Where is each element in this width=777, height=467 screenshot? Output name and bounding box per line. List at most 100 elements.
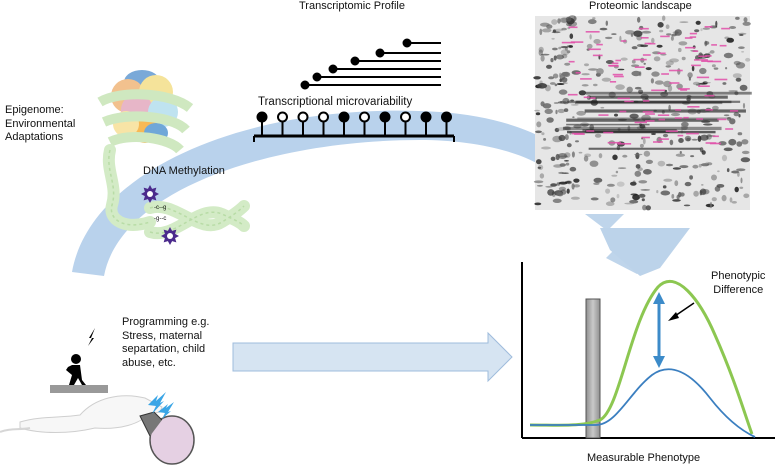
gel-spot [541, 132, 545, 136]
gel-protein-label [696, 76, 710, 79]
gel-spot [558, 171, 565, 174]
gel-spot [670, 35, 674, 41]
gel-spot [565, 16, 572, 22]
gel-spot [593, 39, 601, 44]
methyl-group-icon [141, 185, 159, 203]
gel-protein-label [642, 54, 651, 56]
gel-spot [694, 29, 700, 33]
blue-phenotype-curve [530, 368, 756, 438]
gel-spot [657, 22, 664, 28]
gel-spot [674, 180, 679, 187]
gel-spot [569, 33, 574, 39]
microvariability-label: Transcriptional microvariability [258, 96, 413, 108]
gel-protein-label [561, 41, 575, 44]
gel-spot [678, 41, 688, 46]
gel-protein-label [687, 106, 700, 108]
gel-spot [726, 168, 730, 173]
gel-spot [641, 30, 652, 34]
methylated-pin [256, 111, 268, 123]
programming-line-3: separtation, child [122, 343, 206, 355]
gel-protein-label [611, 62, 619, 65]
gel-spot [566, 188, 570, 194]
gel-protein-label [640, 37, 649, 39]
gel-spot [718, 141, 727, 146]
gel-spot [564, 152, 571, 158]
gel-band [585, 130, 670, 133]
gel-protein-label [711, 44, 717, 46]
gel-band [582, 129, 677, 132]
gel-spot [669, 139, 674, 146]
gel-spot [735, 62, 746, 69]
gel-spot [656, 44, 663, 48]
gel-spot [681, 124, 688, 131]
arrow-head-down [653, 356, 665, 368]
gel-spot [631, 59, 636, 64]
gel-spot [662, 185, 667, 189]
gel-spot [605, 188, 611, 194]
lab-rat-icon [0, 395, 163, 433]
gel-protein-label [669, 69, 683, 72]
gel-protein-label [586, 130, 595, 132]
gel-spot [552, 198, 562, 203]
gel-protein-label [689, 32, 697, 35]
gel-protein-label [660, 35, 670, 38]
gel-protein-label [596, 43, 603, 46]
gel-spot [726, 37, 734, 43]
gel-spot [735, 77, 742, 82]
gel-spot [540, 101, 545, 107]
epigenome-line-3: Adaptations [5, 131, 64, 143]
proteomic-landscape-label: Proteomic landscape [589, 0, 692, 12]
gel-spot [638, 193, 646, 198]
gel-protein-label [698, 55, 707, 58]
gel-spot [671, 112, 680, 117]
gel-protein-label [570, 41, 584, 43]
gel-spot [634, 170, 642, 177]
gel-spot [564, 134, 569, 141]
gel-protein-label [714, 78, 728, 81]
gel-spot [557, 192, 564, 197]
gel-protein-label [645, 113, 655, 115]
gel-spot [664, 89, 667, 93]
gel-spot [704, 81, 711, 84]
gel-protein-label [680, 89, 688, 91]
gel-spot [544, 108, 553, 114]
phenotypic-difference-line-1: Phenotypic [711, 270, 766, 282]
gel-spot [701, 189, 710, 195]
gel-spot [548, 76, 555, 80]
gel-protein-label [674, 117, 682, 119]
gel-protein-label [634, 121, 647, 124]
gel-spot [553, 102, 559, 104]
gel-spot [731, 170, 740, 174]
gel-protein-label [694, 59, 708, 61]
gel-spot [653, 56, 661, 62]
gel-protein-label [642, 111, 654, 113]
gel-spot [562, 53, 568, 59]
gel-protein-label [678, 88, 690, 90]
gel-spot [569, 166, 577, 172]
gel-spot [745, 57, 751, 62]
proteomic-gel-image [533, 15, 752, 211]
gel-spot [559, 163, 566, 167]
annotation-pointer-head [668, 312, 679, 321]
gel-spot [712, 105, 719, 111]
gel-spot [660, 190, 671, 196]
gel-spot [734, 186, 739, 193]
gel-spot [700, 134, 709, 141]
gel-spot [743, 193, 750, 199]
gel-spot [606, 183, 615, 187]
methyl-star-center [147, 191, 153, 197]
gel-spot [549, 82, 556, 85]
gel-spot [615, 84, 625, 90]
gel-spot [657, 160, 666, 167]
gel-spot [605, 201, 615, 206]
gel-spot [547, 189, 555, 196]
gel-spot [616, 181, 625, 187]
gel-protein-label [658, 118, 665, 121]
gel-spot [706, 133, 712, 140]
gel-protein-label [653, 141, 663, 143]
gel-spot [715, 20, 718, 27]
gel-spot [639, 143, 644, 148]
gel-spot [740, 177, 743, 184]
gel-spot [558, 134, 566, 142]
